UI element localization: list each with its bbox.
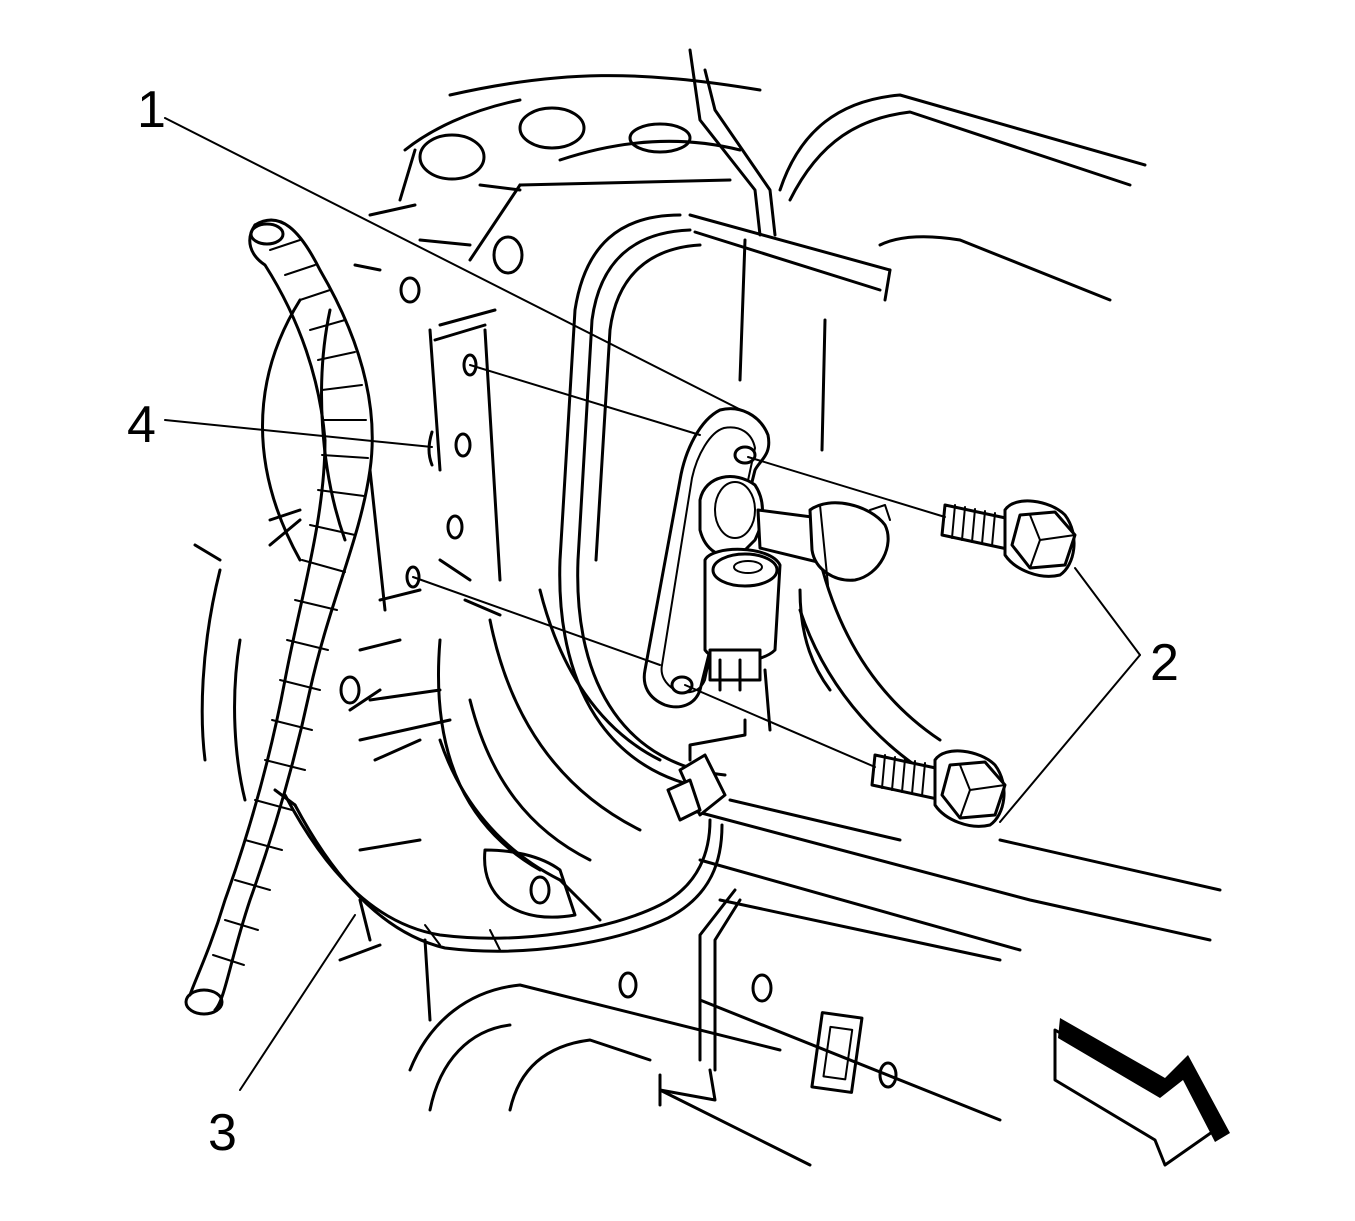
panel-holes [339,106,898,1094]
wiring-harness-conduit [184,218,374,1016]
alignment-lines [412,364,946,768]
sensor-wire-harness [273,718,747,953]
body-panel [193,48,1222,1167]
arrow-front-icon [1053,1018,1230,1167]
mounting-bolt-lower [870,749,1007,828]
callout-2: 2 [1150,634,1179,692]
callout-3: 3 [208,1104,237,1162]
callout-1: 1 [137,81,166,139]
leader-lines [164,117,1141,1091]
sensor-bracket-assembly [642,407,891,732]
mounting-bolt-upper [940,499,1077,578]
callout-4: 4 [127,396,156,454]
